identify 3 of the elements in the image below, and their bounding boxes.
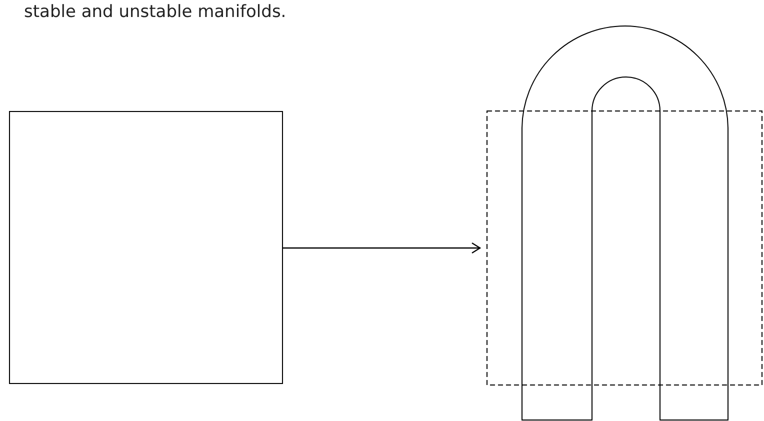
arrow: [283, 242, 481, 254]
caption-text: stable and unstable manifolds.: [24, 2, 286, 22]
square-box: [9, 111, 283, 384]
